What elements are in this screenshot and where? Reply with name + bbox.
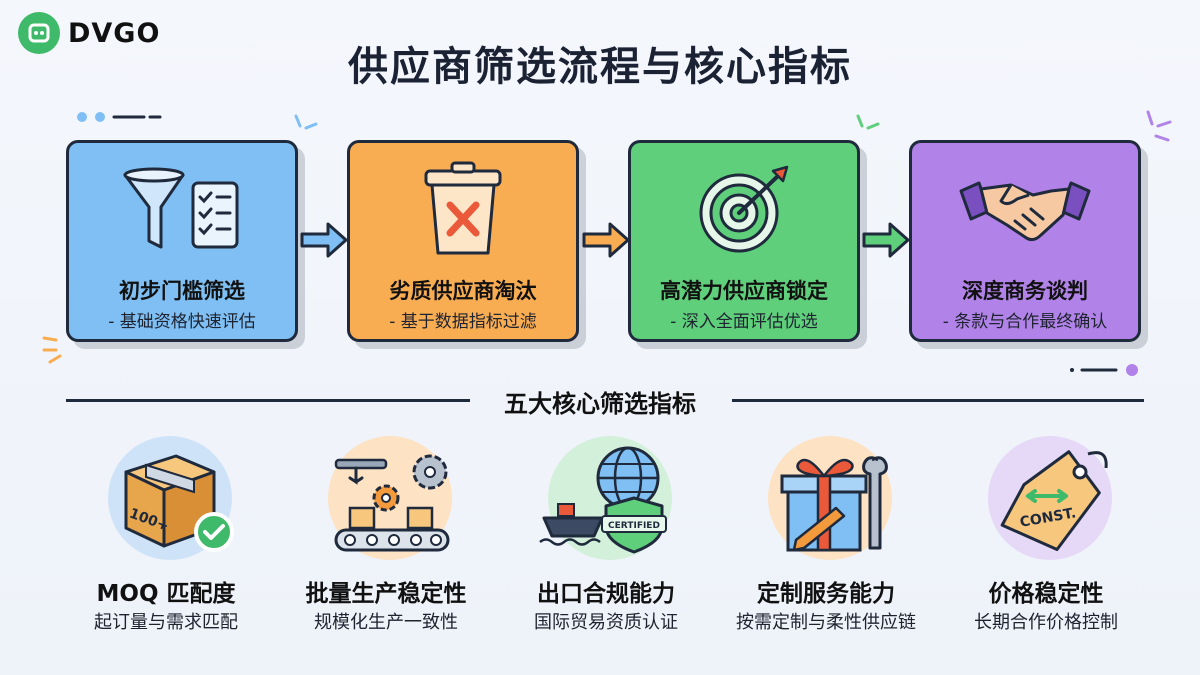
step-title: 深度商务谈判 bbox=[962, 279, 1088, 303]
gift-wrench-icon bbox=[780, 456, 888, 552]
metric-subtitle: 按需定制与柔性供应链 bbox=[736, 612, 916, 633]
logo-mark-icon bbox=[18, 12, 60, 54]
process-step-lock-high-potential: 高潜力供应商锁定 - 深入全面评估优选 bbox=[628, 140, 860, 342]
brand-name: DVGO bbox=[68, 17, 161, 49]
sparkle-icon bbox=[42, 336, 62, 364]
metric-title: 出口合规能力 bbox=[537, 581, 675, 607]
metric-export-compliance: CERTIFIED 出口合规能力 国际贸易资质认证 bbox=[496, 436, 716, 636]
metric-moq-match: 100+ MOQ 匹配度 起订量与需求匹配 bbox=[56, 436, 276, 636]
step-title: 初步门槛筛选 bbox=[119, 279, 245, 303]
arrow-right-icon bbox=[300, 222, 348, 258]
step-title: 劣质供应商淘汰 bbox=[389, 279, 537, 303]
arrow-right-icon bbox=[582, 222, 630, 258]
metric-subtitle: 长期合作价格控制 bbox=[974, 612, 1118, 633]
step-subtitle: - 基于数据指标过滤 bbox=[389, 312, 537, 332]
process-step-initial-screening: 初步门槛筛选 - 基础资格快速评估 bbox=[66, 140, 298, 342]
metric-title: MOQ 匹配度 bbox=[96, 581, 236, 607]
section-divider bbox=[732, 399, 1144, 402]
sparkle-icon bbox=[294, 114, 318, 130]
handshake-icon bbox=[912, 157, 1138, 265]
step-subtitle: - 基础资格快速评估 bbox=[108, 312, 256, 332]
target-arrow-icon bbox=[631, 157, 857, 265]
section-title: 五大核心筛选指标 bbox=[504, 390, 696, 418]
shield-label: CERTIFIED bbox=[608, 521, 660, 531]
decorative-dots-icon bbox=[77, 112, 162, 122]
metric-title: 价格稳定性 bbox=[988, 581, 1104, 607]
metric-title: 定制服务能力 bbox=[757, 581, 895, 607]
funnel-checklist-icon bbox=[69, 157, 295, 265]
sparkle-icon bbox=[856, 114, 880, 130]
trash-cross-icon bbox=[350, 157, 576, 265]
step-subtitle: - 深入全面评估优选 bbox=[670, 312, 818, 332]
metric-subtitle: 国际贸易资质认证 bbox=[534, 612, 678, 633]
globe-ship-shield-icon: CERTIFIED bbox=[539, 446, 667, 554]
arrow-right-icon bbox=[862, 222, 910, 258]
step-subtitle: - 条款与合作最终确认 bbox=[942, 312, 1108, 332]
process-step-business-negotiation: 深度商务谈判 - 条款与合作最终确认 bbox=[909, 140, 1141, 342]
step-title: 高潜力供应商锁定 bbox=[660, 279, 828, 303]
metric-title: 批量生产稳定性 bbox=[305, 581, 467, 607]
sparkle-icon bbox=[1146, 110, 1172, 142]
metric-subtitle: 起订量与需求匹配 bbox=[94, 612, 238, 633]
price-tag-icon: CONST. bbox=[1000, 450, 1108, 552]
box-check-icon: 100+ bbox=[124, 454, 234, 552]
metric-subtitle: 规模化生产一致性 bbox=[314, 612, 458, 633]
conveyor-gear-icon bbox=[334, 454, 450, 552]
brand-logo: DVGO bbox=[18, 12, 160, 54]
process-step-eliminate-poor: 劣质供应商淘汰 - 基于数据指标过滤 bbox=[347, 140, 579, 342]
metric-customization-capability: 定制服务能力 按需定制与柔性供应链 bbox=[716, 436, 936, 636]
metric-mass-production-stability: 批量生产稳定性 规模化生产一致性 bbox=[276, 436, 496, 636]
decorative-dots-icon bbox=[1070, 364, 1138, 376]
metric-price-stability: CONST. 价格稳定性 长期合作价格控制 bbox=[936, 436, 1156, 636]
page-title: 供应商筛选流程与核心指标 bbox=[348, 44, 852, 90]
section-divider bbox=[66, 399, 470, 402]
